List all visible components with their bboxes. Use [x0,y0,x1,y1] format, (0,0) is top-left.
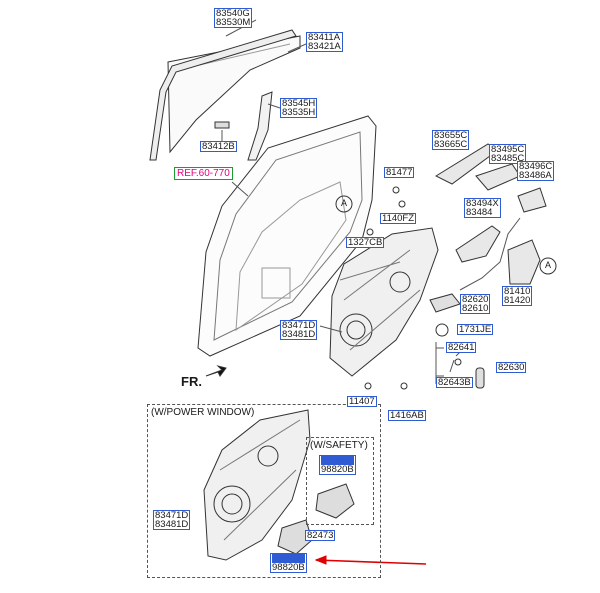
door-shell [197,115,377,357]
marker-a: A [341,198,348,208]
part-label-11407[interactable]: 11407 [347,396,377,407]
inside-handle-assembly [429,293,461,313]
o-ring [435,323,449,337]
screw [364,382,372,390]
marker-a: A [545,260,552,270]
safety-group [306,437,374,525]
screw [400,382,408,390]
front-arrow [205,365,227,377]
marker-a-circle [335,195,353,213]
power-window-group [147,404,381,578]
screw [392,186,400,194]
screw [366,228,374,236]
part-label-1327cb[interactable]: 1327CB [346,237,385,248]
part-label-81477[interactable]: 81477 [384,167,415,178]
screw [398,200,406,208]
handle-base [475,163,521,191]
front-direction-label: FR. [181,374,202,389]
part-label-1140fz[interactable]: 1140FZ [380,213,417,224]
window-motor [315,483,355,519]
lock-knob [475,367,485,389]
inside-handle [455,225,501,263]
handle-cap [517,187,547,213]
door-module-panel-lower [203,409,311,561]
safety-label: (W/SAFETY) [310,440,368,451]
part-label-1731je[interactable]: 1731JE [457,324,494,335]
part-label-1416ab[interactable]: 1416AB [388,410,426,421]
ref-label[interactable]: REF.60-770 [174,167,233,180]
power-window-label: (W/POWER WINDOW) [151,407,255,418]
window-motor [277,519,313,555]
marker-a-circle [539,257,557,275]
part-label-82641[interactable]: 82641 [446,342,477,353]
glass-run-channel [149,29,297,161]
highlight-arrow [315,559,427,565]
rear-channel [247,91,273,161]
part-label-82630[interactable]: 82630 [496,362,527,373]
door-latch [507,239,541,285]
part-label-82643b[interactable]: 82643B [436,377,473,388]
clip-part [214,121,230,129]
part-label-82473[interactable]: 82473 [305,530,336,541]
part-label-83412b[interactable]: 83412B [200,141,237,152]
